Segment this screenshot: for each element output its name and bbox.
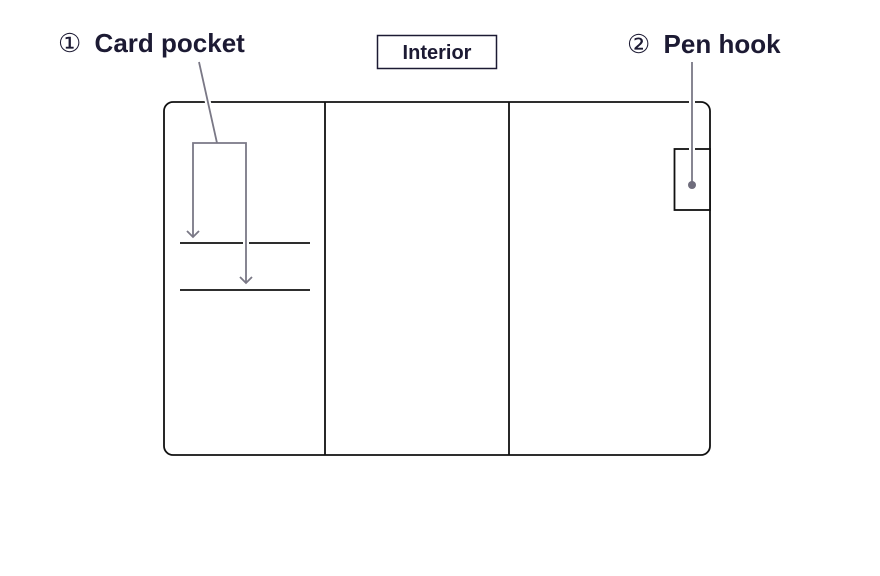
- title-label: Interior: [403, 42, 472, 64]
- notebook-outline: [163, 101, 711, 456]
- callout-pen-hook: ② Pen hook: [627, 29, 781, 59]
- title-box: Interior: [376, 34, 498, 70]
- callout-label: Pen hook: [664, 29, 782, 59]
- callout-card-pocket: ① Card pocket: [58, 28, 245, 58]
- callout-number: ①: [58, 28, 81, 58]
- arrow-head-icon: [239, 276, 253, 285]
- arrow-head-icon: [186, 230, 200, 239]
- callout-number: ②: [627, 29, 650, 59]
- pen-hook-dot: [688, 181, 696, 189]
- callout-label: Card pocket: [95, 28, 246, 58]
- card-pocket-arrows: [186, 61, 253, 285]
